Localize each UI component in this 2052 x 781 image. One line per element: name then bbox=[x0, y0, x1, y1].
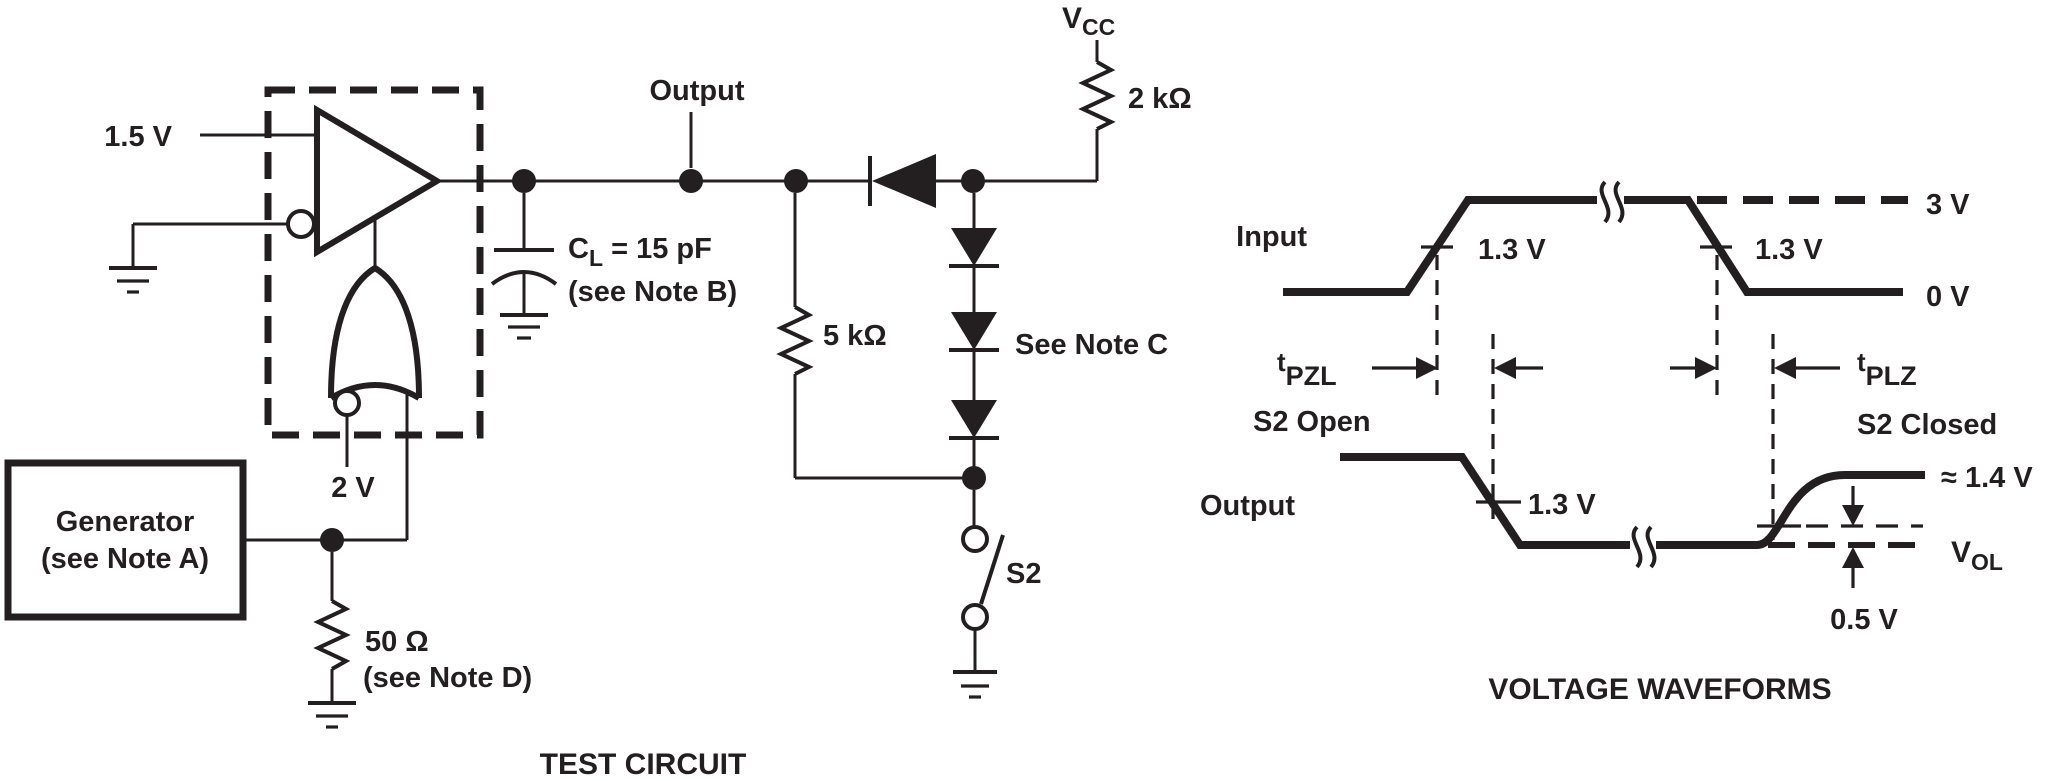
device-dashed-box bbox=[264, 86, 484, 439]
input-fall-threshold-label: 1.3 V bbox=[1755, 234, 1823, 266]
ground-symbol bbox=[500, 313, 548, 340]
break-symbol bbox=[1631, 525, 1657, 569]
buffer-gate bbox=[314, 104, 443, 258]
diode-chain bbox=[949, 193, 999, 478]
junction-dot bbox=[512, 169, 536, 193]
pullup-resistor-value: 2 kΩ bbox=[1128, 83, 1192, 115]
source-resistor bbox=[308, 552, 356, 729]
circuit-output-label: Output bbox=[649, 75, 744, 107]
pullup-resistor bbox=[1078, 40, 1116, 181]
or-input-bubble-icon bbox=[333, 389, 361, 417]
test-circuit: 1.5 V 2 V Generator (see Note A) bbox=[4, 2, 1192, 781]
junction-dot bbox=[784, 169, 808, 193]
delta-arrows bbox=[1842, 486, 1864, 588]
pulldown-resistor-value: 5 kΩ bbox=[823, 320, 887, 352]
ground-symbol bbox=[109, 266, 157, 294]
generator-box bbox=[4, 459, 247, 621]
junction-dot bbox=[961, 169, 985, 193]
voltage-waveforms: Input 1.3 V 1.3 V 3 V 0 V tPZL tPLZ S2 O… bbox=[1200, 180, 2033, 706]
vol-label: VOL bbox=[1951, 536, 2003, 575]
load-cap-label: CL = 15 pF bbox=[568, 233, 712, 271]
generator-label-line1: Generator bbox=[56, 506, 195, 538]
load-cap-note: (see Note B) bbox=[568, 276, 737, 308]
switch-label: S2 bbox=[1006, 558, 1041, 590]
s2-open-label: S2 Open bbox=[1253, 406, 1371, 438]
input-rise-threshold-label: 1.3 V bbox=[1478, 234, 1546, 266]
output-waveform-right bbox=[1656, 471, 1925, 549]
delta-level-label: 0.5 V bbox=[1830, 604, 1898, 636]
switch-s2 bbox=[953, 490, 1005, 699]
final-level-label: ≈ 1.4 V bbox=[1941, 462, 2033, 494]
load-capacitor bbox=[490, 193, 558, 340]
source-resistor-value: 50 Ω bbox=[365, 626, 429, 658]
high-level-label: 3 V bbox=[1926, 189, 1970, 221]
junction-dot bbox=[679, 169, 703, 193]
junction-dot bbox=[962, 466, 986, 490]
diode-chain-note: See Note C bbox=[1015, 329, 1168, 361]
waveform-output-label: Output bbox=[1200, 490, 1295, 522]
ground-symbol bbox=[308, 701, 356, 729]
enable-bias-label: 2 V bbox=[331, 472, 375, 504]
vcc-label: VCC bbox=[1062, 2, 1115, 40]
source-resistor-note: (see Note D) bbox=[363, 662, 532, 694]
junction-dot bbox=[320, 528, 344, 552]
test-circuit-caption: TEST CIRCUIT bbox=[540, 748, 747, 781]
pulldown-resistor bbox=[776, 193, 974, 480]
s2-closed-label: S2 Closed bbox=[1857, 409, 1997, 441]
tplz-label: tPLZ bbox=[1857, 347, 1917, 391]
voltage-waveforms-caption: VOLTAGE WAVEFORMS bbox=[1488, 673, 1831, 706]
or-gate bbox=[328, 218, 422, 540]
input-bias-label: 1.5 V bbox=[104, 121, 172, 153]
ground-symbol bbox=[953, 670, 997, 699]
tplz-arrows bbox=[1670, 357, 1840, 379]
break-symbol bbox=[1599, 180, 1625, 224]
tpzl-label: tPZL bbox=[1277, 347, 1337, 391]
output-fall-threshold-label: 1.3 V bbox=[1528, 489, 1596, 521]
tpzl-arrows bbox=[1372, 357, 1543, 379]
waveform-input-label: Input bbox=[1236, 221, 1307, 253]
enable-bubble-icon bbox=[286, 209, 316, 239]
low-level-label: 0 V bbox=[1926, 281, 1970, 313]
generator-label-line2: (see Note A) bbox=[41, 543, 209, 575]
